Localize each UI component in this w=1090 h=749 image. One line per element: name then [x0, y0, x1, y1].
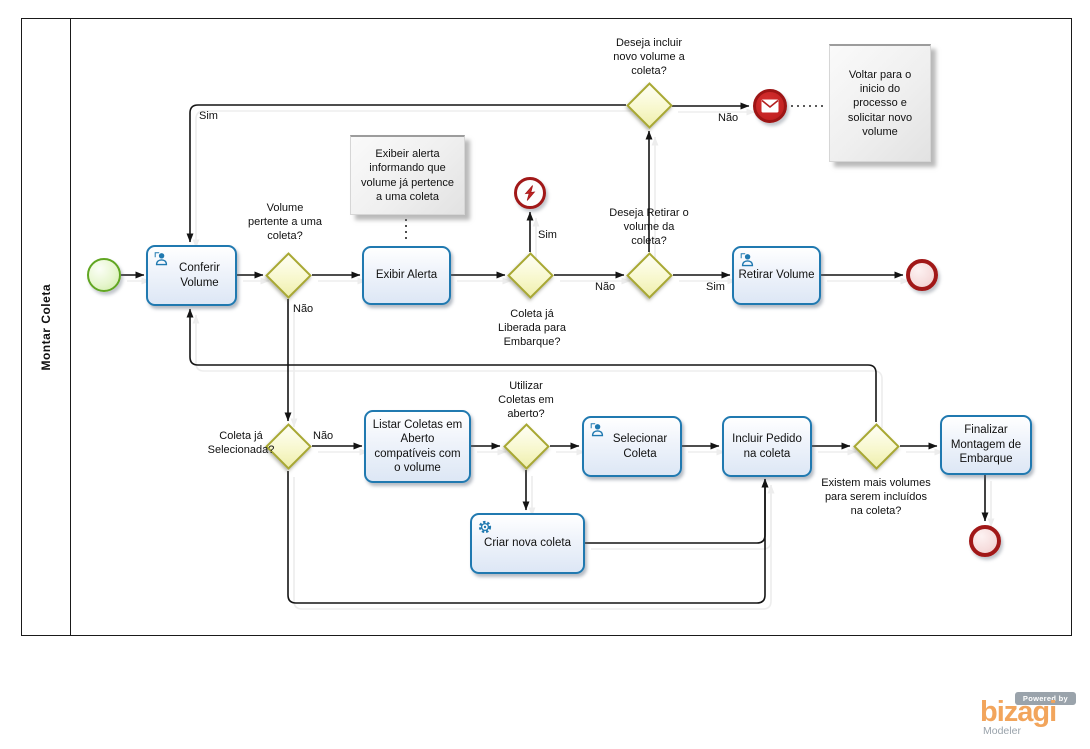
error-end-event[interactable]: [514, 177, 546, 209]
error-lightning-icon: [524, 185, 536, 201]
label-sim-incluir-volta: Sim: [199, 110, 218, 122]
label-existem-mais: Existem mais volumes para serem incluído…: [821, 477, 931, 517]
start-event[interactable]: [87, 258, 121, 292]
task-label: Listar Coletas em Aberto compatíveis com…: [372, 418, 463, 474]
flow-gw-incluir-sim-to-conferir: [186, 104, 626, 243]
end-event-finalizar[interactable]: [969, 525, 1001, 557]
task-conferir-volume[interactable]: Conferir Volume: [146, 245, 237, 306]
annotation-voltar[interactable]: Voltar para o inicio do processo e solic…: [829, 44, 931, 162]
bizagi-wordmark: bizagi: [980, 696, 1057, 728]
task-selecionar-coleta[interactable]: Selecionar Coleta: [582, 416, 682, 477]
label-deseja-incluir: Deseja incluir novo volume a coleta?: [613, 37, 685, 77]
task-label: Conferir Volume: [179, 262, 220, 289]
task-finalizar-montagem[interactable]: Finalizar Montagem de Embarque: [940, 415, 1032, 475]
flow-gw-selecionada-sim-to-incluir: [287, 471, 769, 604]
flow-criar-to-incluir: [585, 478, 769, 544]
message-end-event[interactable]: [753, 89, 787, 123]
label-volume-pertence: Volume pertente a uma coleta?: [248, 202, 322, 242]
powered-by-badge: Powered by: [1014, 692, 1076, 705]
label-nao-volume: Não: [293, 303, 314, 315]
associations: [405, 105, 826, 243]
flow-gw-existem-sim-to-conferir: [186, 308, 877, 422]
user-icon: [740, 253, 754, 267]
label-nao-incluir: Não: [718, 112, 739, 124]
task-exibir-alerta[interactable]: Exibir Alerta: [362, 246, 451, 305]
annotation-text: Exibeir alerta informando que volume já …: [361, 147, 454, 203]
annotation-text: Voltar para o inicio do processo e solic…: [847, 68, 913, 138]
user-icon: [154, 252, 168, 266]
task-label: Finalizar Montagem de Embarque: [950, 424, 1022, 466]
sequence-flows: [121, 102, 989, 604]
task-listar-coletas[interactable]: Listar Coletas em Aberto compatíveis com…: [364, 410, 471, 483]
task-label: Retirar Volume: [738, 269, 815, 282]
label-sim-retirar: Sim: [706, 281, 725, 293]
end-event-retirar[interactable]: [906, 259, 938, 291]
pool-montar-coleta: Montar Coleta: [21, 18, 1072, 636]
task-incluir-pedido[interactable]: Incluir Pedido na coleta: [722, 416, 812, 477]
envelope-icon: [761, 99, 779, 113]
user-icon: [590, 423, 604, 437]
task-retirar-volume[interactable]: Retirar Volume: [732, 246, 821, 305]
annotation-exibir-alerta[interactable]: Exibeir alerta informando que volume já …: [350, 135, 465, 215]
modeler-label: Modeler: [983, 725, 1021, 737]
label-coleta-liberada: Coleta já Liberada para Embarque?: [498, 308, 566, 348]
label-coleta-selecionada: Coleta já Selecionada?: [207, 430, 275, 456]
label-nao-liberada: Não: [595, 281, 616, 293]
task-label: Selecionar Coleta: [612, 433, 668, 460]
gear-icon: [478, 520, 492, 534]
label-utilizar-coletas: Utilizar Coletas em aberto?: [498, 380, 554, 420]
task-label: Incluir Pedido na coleta: [732, 433, 802, 460]
task-criar-nova-coleta[interactable]: Criar nova coleta: [470, 513, 585, 574]
bizagi-logo: Powered by bizagi Modeler: [980, 692, 1076, 738]
label-deseja-retirar: Deseja Retirar o volume da coleta?: [609, 207, 689, 247]
task-label: Criar nova coleta: [484, 537, 571, 550]
label-sim-liberada: Sim: [538, 229, 557, 241]
task-label: Exibir Alerta: [375, 269, 438, 282]
label-nao-selecionada: Não: [313, 430, 334, 442]
pool-header: Montar Coleta: [22, 19, 71, 635]
